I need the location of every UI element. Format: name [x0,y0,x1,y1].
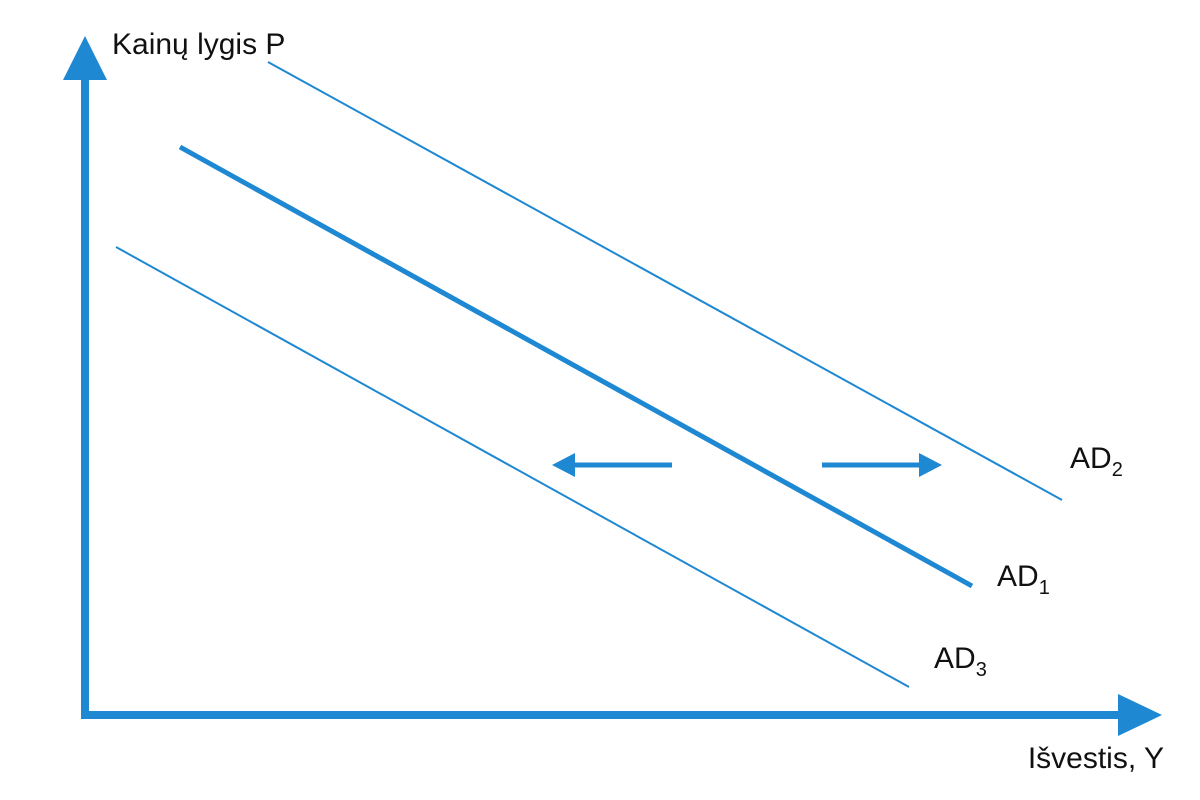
ad1-curve-line [178,144,974,589]
ad1-label-base: AD [997,560,1039,593]
axes [63,36,1162,736]
shift-right-arrow [822,453,942,477]
y-axis-arrowhead [63,36,107,80]
y-axis-label: Kainų lygis P [112,28,285,61]
ad3-label: AD3 [934,642,987,681]
shift-left-arrow [552,453,672,477]
ad2-label-base: AD [1070,442,1112,475]
ad2-label-subscript: 2 [1112,459,1123,481]
x-axis-arrowhead [1118,694,1162,736]
ad3-label-base: AD [934,642,976,675]
ad3-curve-line [115,246,910,688]
shift-left-arrowhead [552,453,575,477]
shift-right-arrowhead [919,453,942,477]
ad1-label-subscript: 1 [1039,577,1050,599]
demand-curves [115,61,1063,688]
x-axis-label: Išvestis, Y [1028,742,1164,775]
ad1-label: AD1 [997,560,1050,599]
ad2-curve-line [267,61,1063,501]
ad2-label: AD2 [1070,442,1123,481]
ad3-label-subscript: 3 [976,659,987,681]
